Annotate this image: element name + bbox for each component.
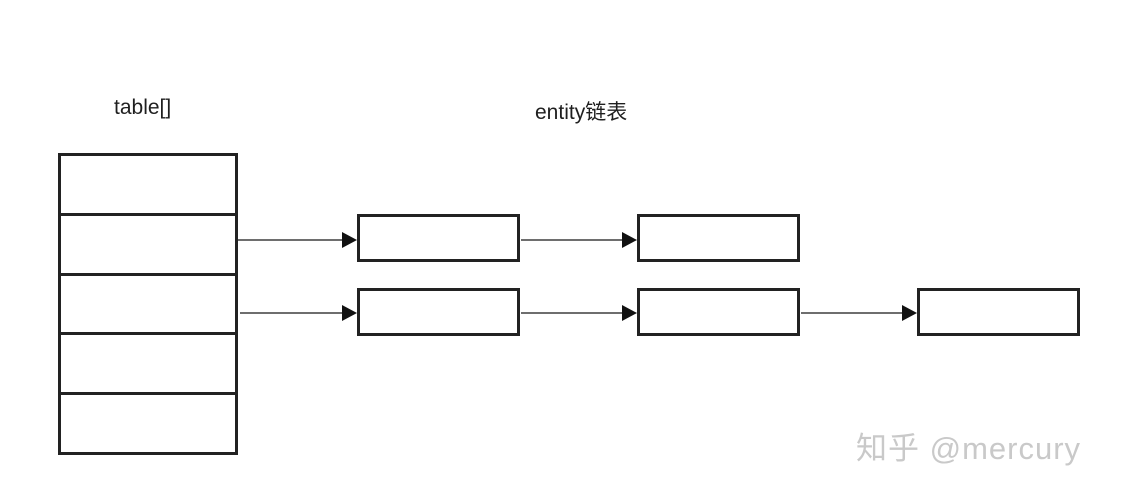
connector-line-chain2-node1-to-node2 — [521, 312, 623, 314]
entity-node-chain2-3 — [917, 288, 1080, 336]
table-cell-1 — [61, 156, 235, 216]
entity-list-label: entity链表 — [535, 101, 628, 124]
table-cell-5 — [61, 395, 235, 452]
connector-line-cell3-to-node1 — [240, 312, 343, 314]
table-array-label: table[] — [114, 96, 172, 119]
connector-line-cell2-to-node1 — [238, 239, 343, 241]
arrow-head-icon — [902, 305, 917, 321]
entity-node-chain2-2 — [637, 288, 800, 336]
table-cell-4 — [61, 335, 235, 396]
connector-line-chain2-node2-to-node3 — [801, 312, 903, 314]
hash-table-array — [58, 153, 238, 455]
table-cell-2 — [61, 215, 235, 276]
arrow-head-icon — [622, 305, 637, 321]
connector-line-chain1-node1-to-node2 — [521, 239, 623, 241]
table-cell-3 — [61, 275, 235, 336]
entity-node-chain2-1 — [357, 288, 520, 336]
arrow-head-icon — [342, 232, 357, 248]
entity-node-chain1-1 — [357, 214, 520, 262]
arrow-head-icon — [342, 305, 357, 321]
entity-node-chain1-2 — [637, 214, 800, 262]
watermark-text: 知乎 @mercury — [856, 431, 1082, 466]
arrow-head-icon — [622, 232, 637, 248]
